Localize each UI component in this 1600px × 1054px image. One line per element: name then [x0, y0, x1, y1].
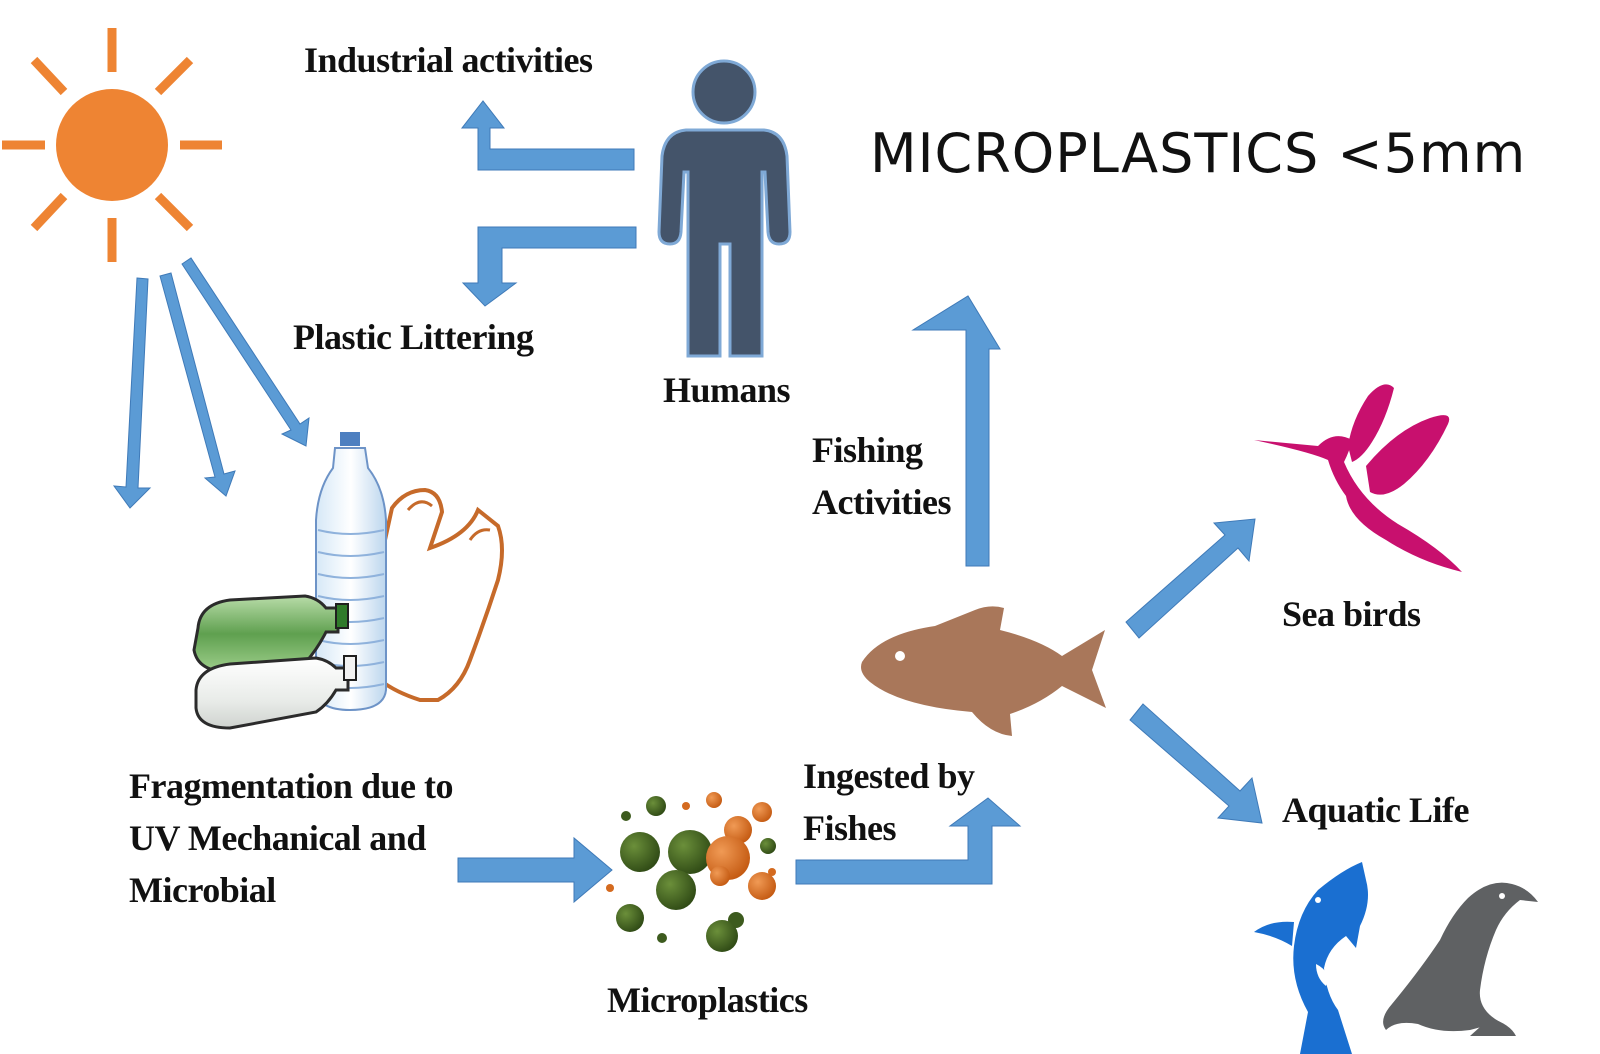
label-fragmentation-line-1: Fragmentation due to — [129, 766, 453, 806]
label-ingested-line-2: Fishes — [803, 808, 897, 849]
label-ingested-line-1: Ingested by — [803, 756, 975, 796]
label-ingested-by-fishes: Ingested by Fishes — [803, 750, 975, 854]
arrow-fishing — [911, 295, 1001, 567]
fish-icon — [861, 606, 1106, 736]
microplastic-particles-icon — [606, 792, 776, 952]
arrow-littering — [461, 226, 637, 307]
label-fragmentation: Fragmentation due to UV Mechanical and M… — [129, 760, 453, 917]
arrow-sun-3 — [181, 257, 310, 447]
person-icon — [657, 59, 792, 358]
arrow-to-microplastics — [457, 836, 613, 904]
diagram-title: MICROPLASTICS <5mm — [870, 122, 1527, 185]
label-fragmentation-line-3: Microbial — [129, 870, 276, 911]
arrow-sun-2 — [159, 272, 236, 497]
hummingbird-icon — [1254, 384, 1462, 572]
label-plastic-littering: Plastic Littering — [293, 317, 534, 357]
label-humans: Humans — [663, 370, 791, 410]
label-fishing-activities: Fishing Activities — [812, 424, 951, 528]
arrow-seabirds — [1125, 518, 1256, 639]
plastic-waste-icon — [192, 432, 504, 730]
label-microplastics: Microplastics — [607, 980, 808, 1020]
seal-icon — [1383, 882, 1538, 1036]
arrow-industrial — [460, 100, 635, 171]
arrow-sun-1 — [112, 277, 152, 509]
label-sea-birds: Sea birds — [1282, 594, 1421, 634]
label-aquatic-life: Aquatic Life — [1282, 790, 1470, 830]
arrows — [112, 100, 1263, 904]
arrow-aquatic — [1129, 703, 1263, 824]
arrow-ingested — [795, 797, 1022, 885]
label-fishing-line-2: Activities — [812, 482, 951, 523]
sun-icon — [2, 28, 222, 262]
label-fragmentation-line-2: UV Mechanical and — [129, 818, 426, 859]
label-industrial-activities: Industrial activities — [304, 40, 593, 80]
label-fishing-line-1: Fishing — [812, 430, 923, 470]
dolphin-icon — [1254, 862, 1368, 1054]
